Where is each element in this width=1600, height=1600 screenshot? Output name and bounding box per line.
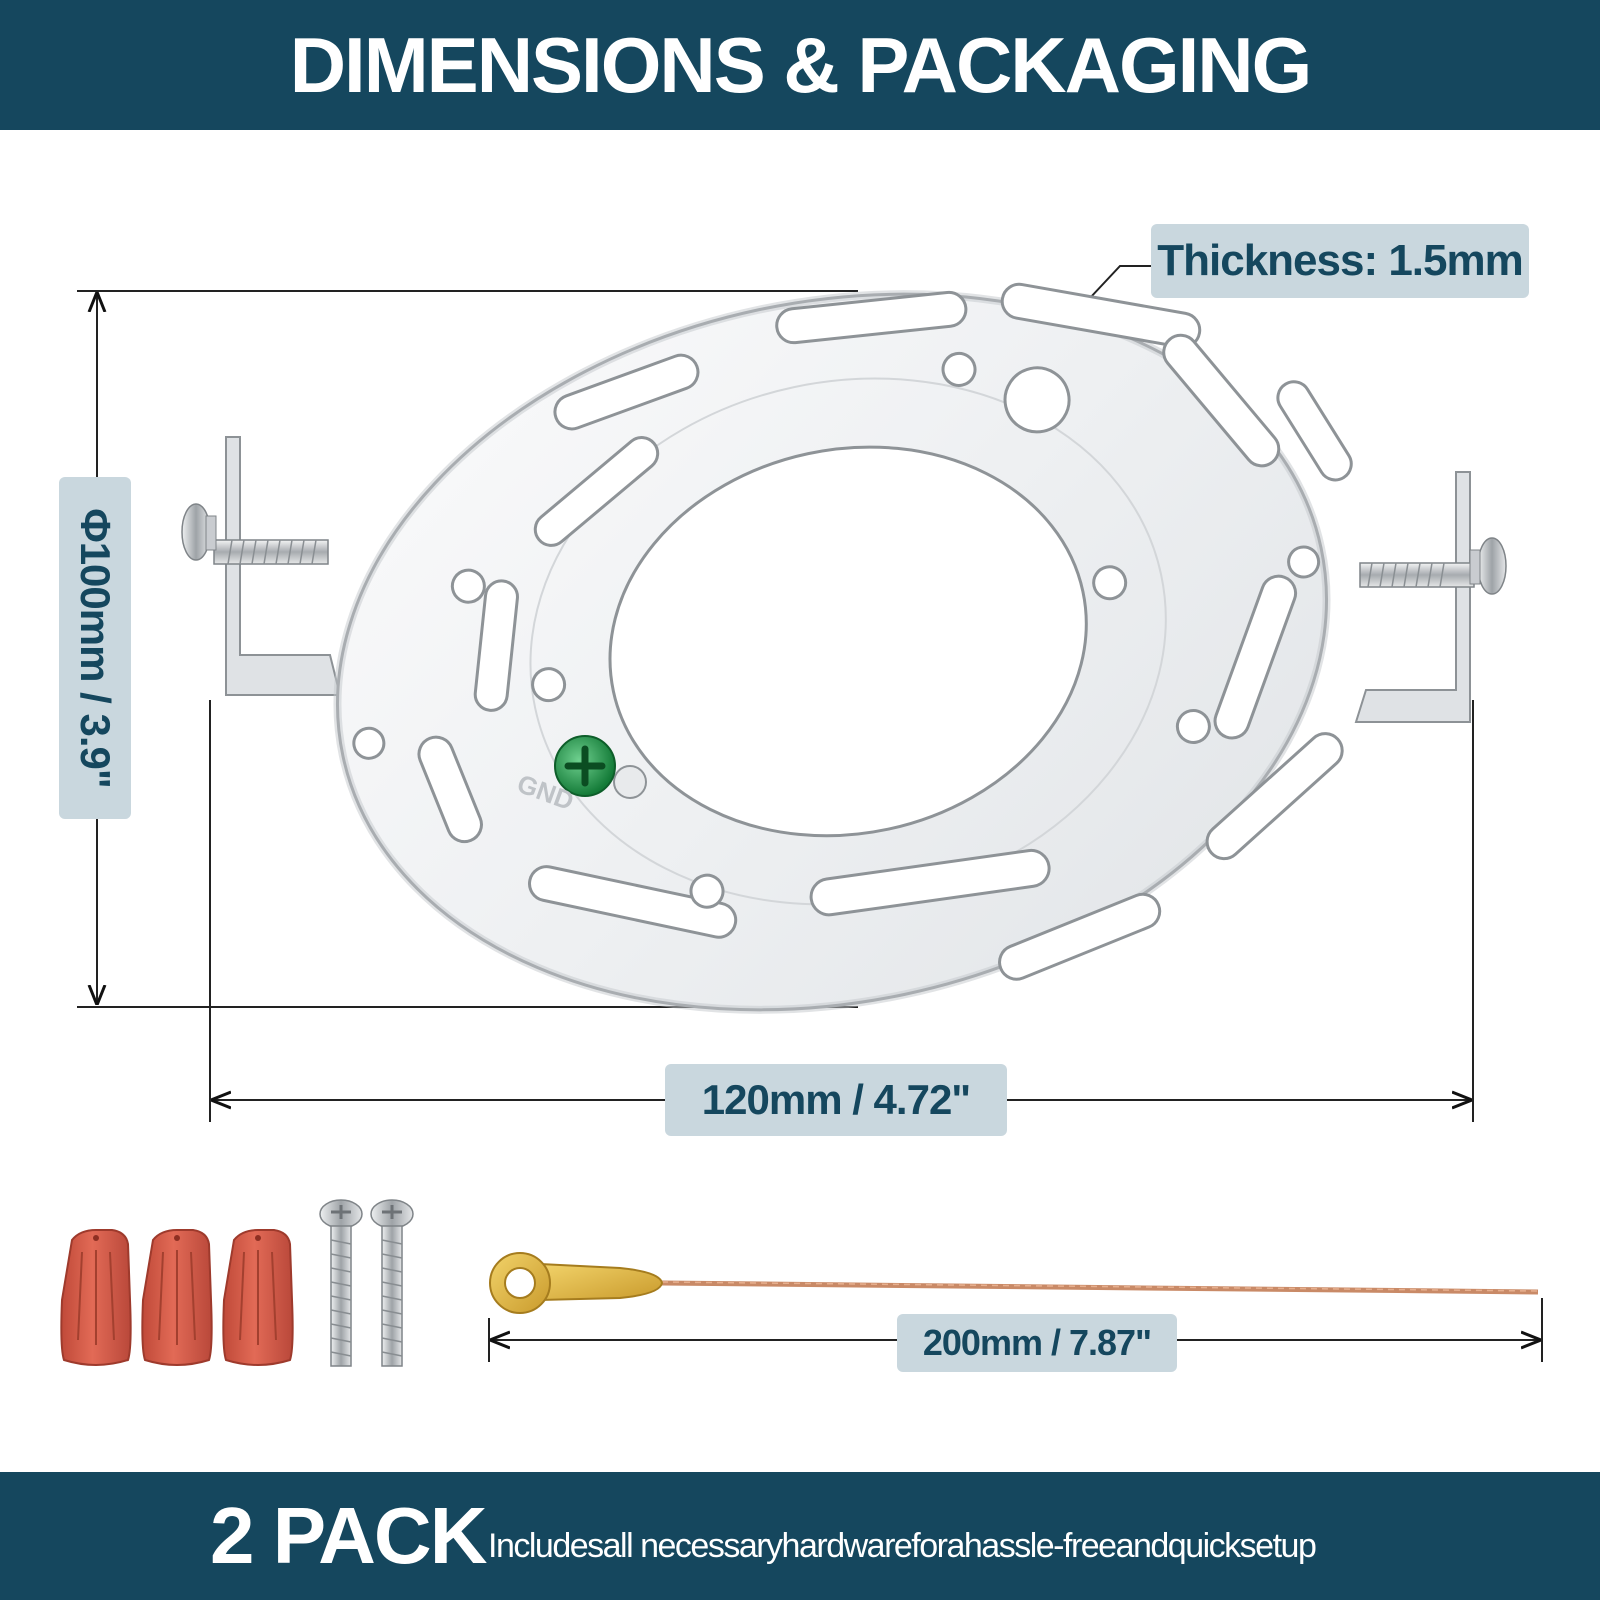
diameter-label-text: Φ100mm / 3.9" — [72, 508, 120, 788]
thickness-label: Thickness: 1.5mm — [1151, 224, 1529, 298]
ground-wire — [489, 1252, 1539, 1314]
machine-screw — [370, 1199, 414, 1367]
footer-banner: 2 PACK Includesall necessaryhardwarefora… — [0, 1472, 1600, 1600]
mounting-slots — [417, 282, 1353, 981]
footer-tagline: Includesall necessaryhardwareforahassle-… — [488, 1527, 1317, 1565]
pack-count: 2 PACK — [210, 1491, 487, 1580]
machine-screw — [319, 1199, 363, 1367]
screw-holes — [352, 351, 1321, 909]
left-bracket — [181, 436, 342, 696]
wire-length-label: 200mm / 7.87" — [897, 1314, 1177, 1372]
wire-nuts — [60, 1229, 294, 1366]
mounting-plate: GND — [181, 282, 1507, 1014]
wire-nut — [60, 1229, 132, 1366]
ground-screw — [554, 735, 647, 799]
center-hole — [608, 445, 1088, 838]
right-bracket — [1354, 471, 1507, 723]
width-label: 120mm / 4.72" — [665, 1064, 1007, 1136]
header-banner: DIMENSIONS & PACKAGING — [0, 0, 1600, 130]
machine-screws — [319, 1199, 414, 1367]
wire-nut — [222, 1229, 294, 1366]
wire-nut — [141, 1229, 213, 1366]
page-title: DIMENSIONS & PACKAGING — [289, 20, 1313, 109]
diameter-label: Φ100mm / 3.9" — [59, 477, 131, 819]
